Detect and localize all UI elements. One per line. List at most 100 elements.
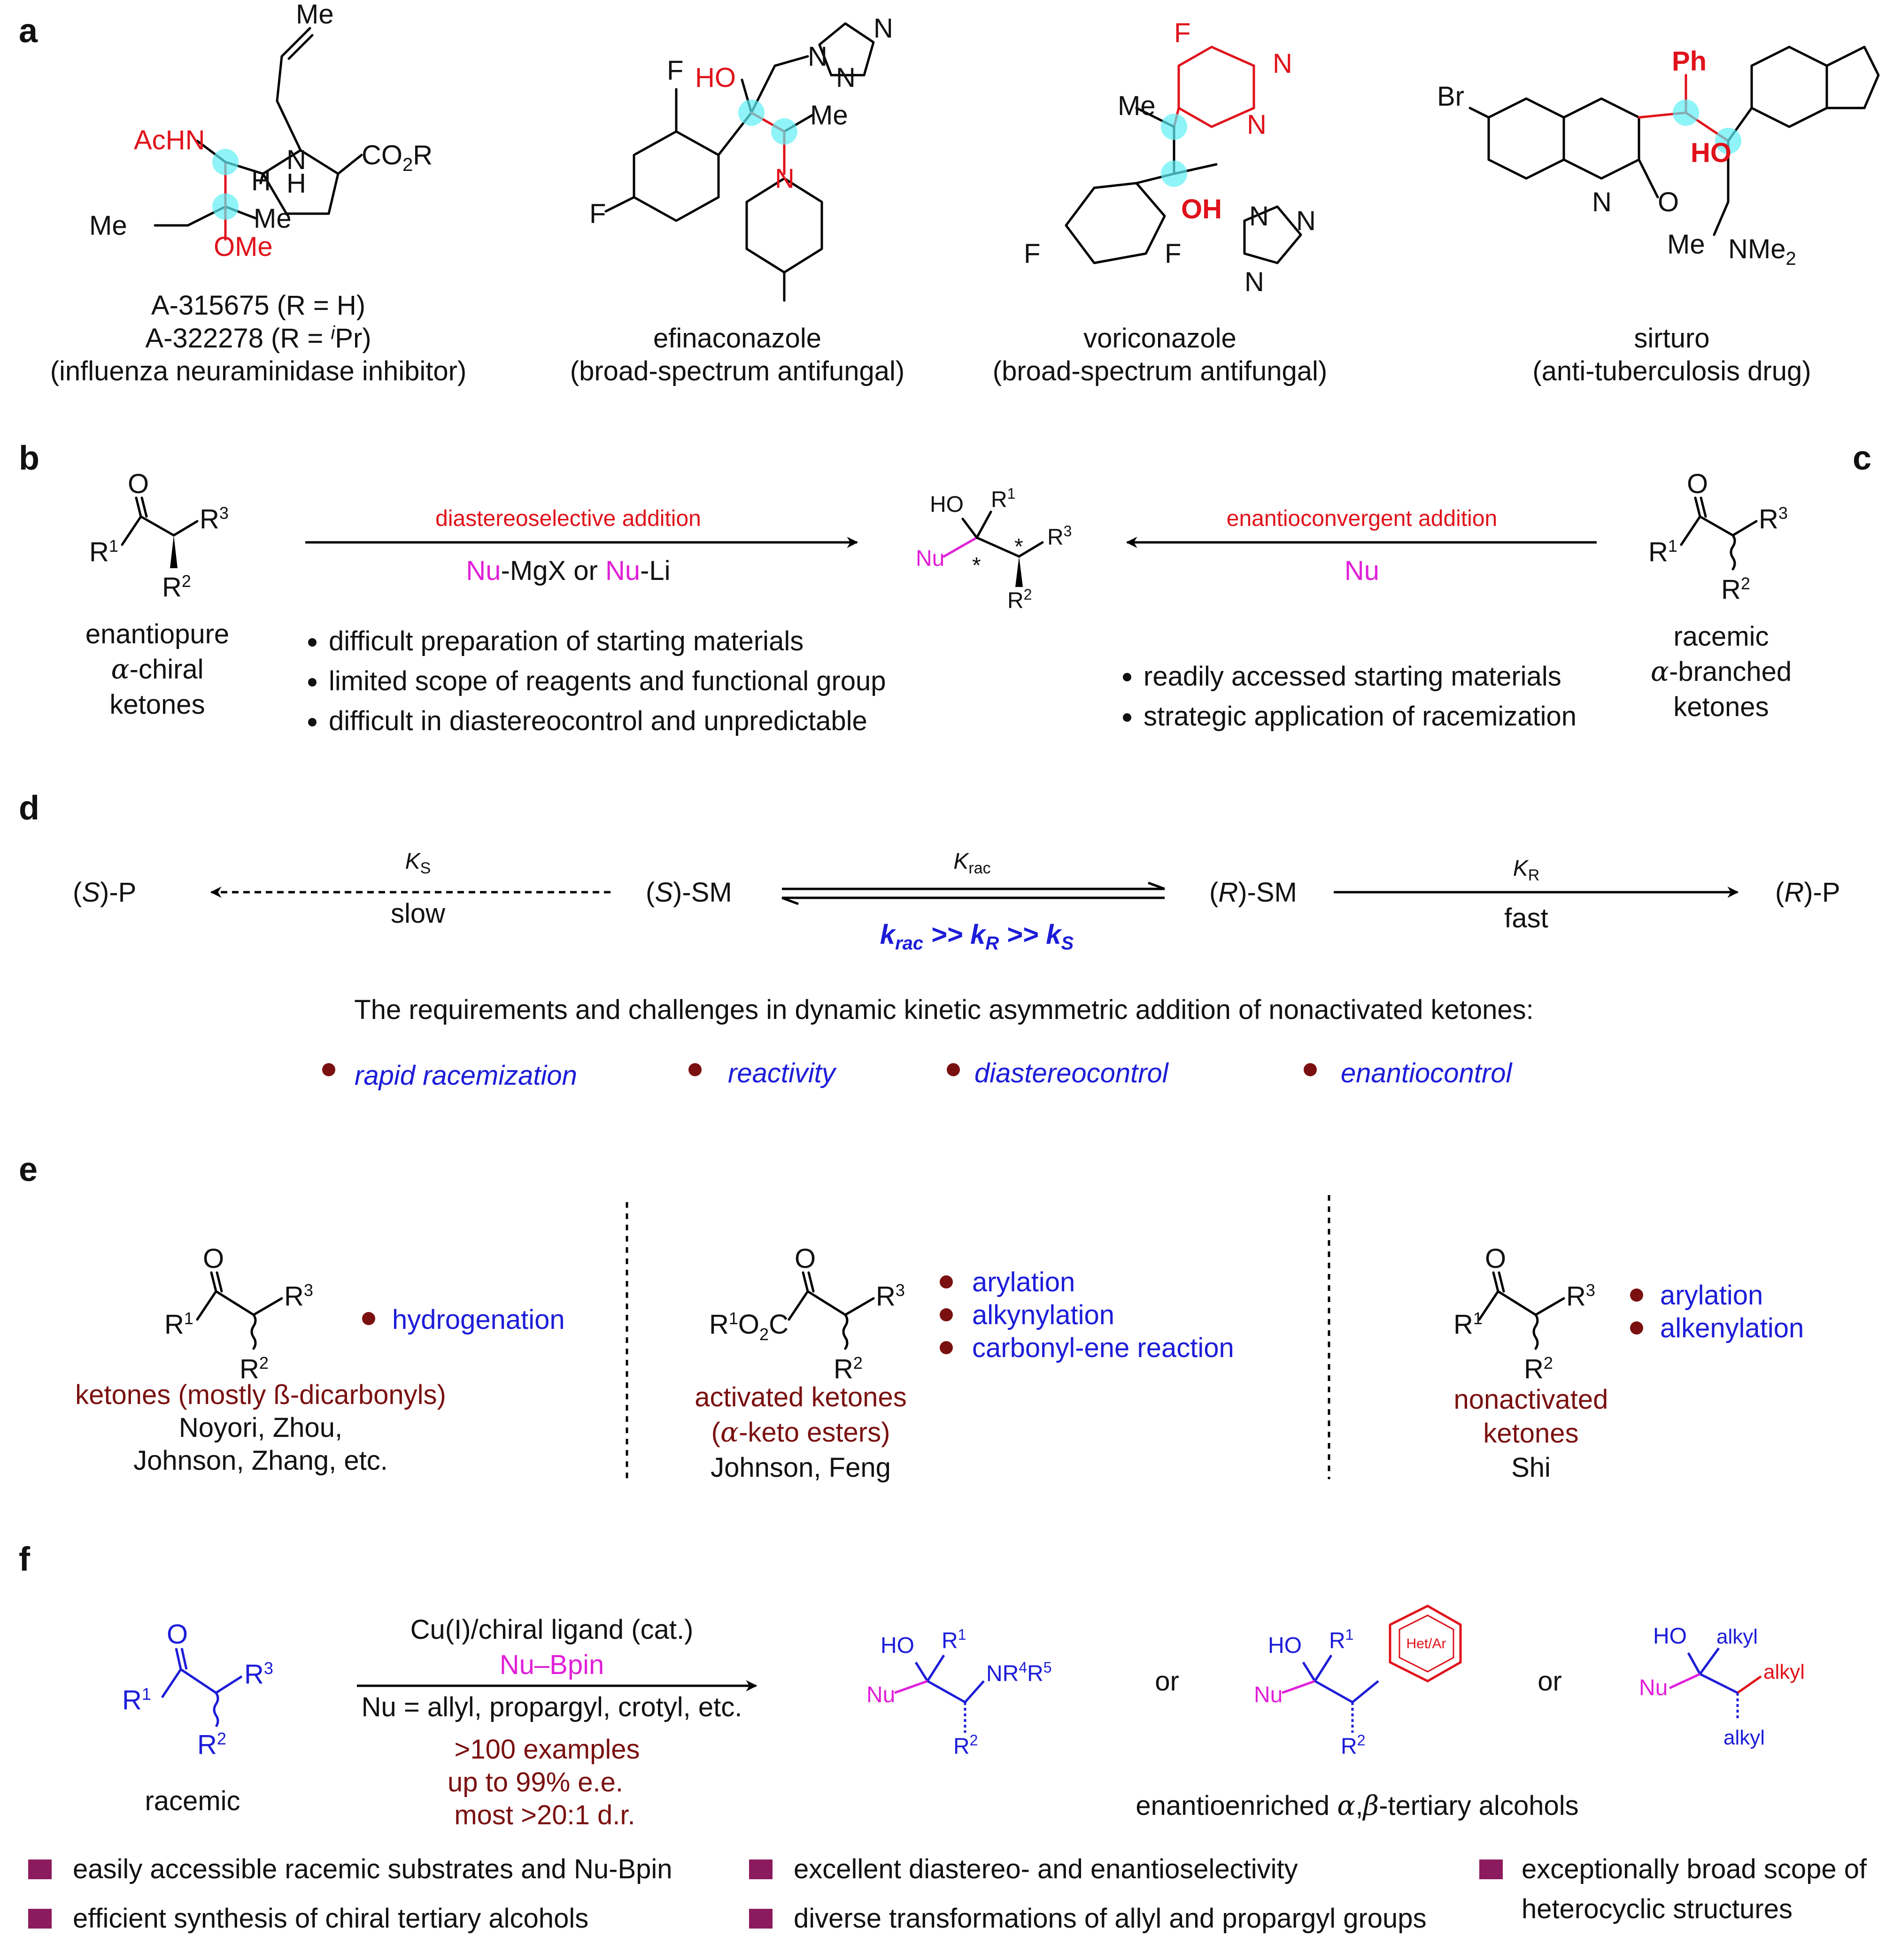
stat: up to 99% e.e. <box>448 1767 623 1798</box>
stat: >100 examples <box>455 1734 640 1765</box>
atom-r2: R2 <box>162 571 191 602</box>
sm-label: ketones <box>1673 692 1769 722</box>
authors: Johnson, Zhang, etc. <box>133 1445 388 1476</box>
atom-o: O <box>1658 187 1679 217</box>
panel-label-e: e <box>19 1151 38 1188</box>
atom-me: Me <box>89 210 127 241</box>
atom-nu: Nu <box>866 1682 895 1707</box>
atom-f: F <box>589 199 606 229</box>
product-center: HO R1 Nu R3 R2 * * <box>916 485 1072 613</box>
atom-r1: R1 <box>1453 1309 1483 1340</box>
ketone-b: O R1 R3 R2 <box>89 469 229 602</box>
k-rac: Krac <box>953 849 990 877</box>
authors: Shi <box>1511 1452 1551 1483</box>
sm-label: racemic <box>1673 621 1769 652</box>
atom-n: N <box>1296 206 1316 236</box>
sm-label: enantiopure <box>85 619 229 649</box>
atom-nu: Nu <box>916 546 944 571</box>
atom-nu: Nu <box>1639 1675 1668 1700</box>
ketone-e3: O R1 R3 R2 <box>1453 1243 1595 1384</box>
atom-r2: R2 <box>1524 1353 1553 1384</box>
atom-co2r: CO2R <box>362 140 433 175</box>
atom-f: F <box>1024 239 1040 269</box>
atom-me: Me <box>1118 91 1156 121</box>
product-f3: HO alkyl Nu alkyl alkyl <box>1639 1624 1805 1749</box>
atom-r1: R1 <box>122 1684 151 1715</box>
compound-description: (broad-spectrum antifungal) <box>993 356 1327 386</box>
challenge: reactivity <box>728 1058 837 1088</box>
slow-label: slow <box>391 898 446 929</box>
atom-alkyl: alkyl <box>1763 1660 1805 1683</box>
category-title: ketones <box>1483 1418 1578 1449</box>
atom-n: N <box>1592 187 1612 217</box>
atom-n: N <box>808 41 827 72</box>
atom-r2: R2 <box>1721 574 1750 605</box>
panel-label-a: a <box>19 12 38 50</box>
atom-ho: HO <box>1268 1633 1302 1658</box>
compound-description: (broad-spectrum antifungal) <box>570 356 904 386</box>
k-s: KS <box>405 849 431 877</box>
atom-o: O <box>795 1243 816 1274</box>
feature: easily accessible racemic substrates and… <box>73 1854 672 1884</box>
arrow-reagent: Nu <box>1345 556 1379 586</box>
atom-r1: R1 <box>991 485 1015 512</box>
bullet: difficult preparation of starting materi… <box>329 626 804 656</box>
atom-n: N <box>1247 109 1267 140</box>
structure-a315675: Me AcHN H H N CO2R Me Me OMe <box>89 0 433 262</box>
feature: efficient synthesis of chiral tertiary a… <box>73 1903 588 1934</box>
ketone-c: O R1 R3 R2 <box>1648 469 1788 605</box>
category-title: nonactivated <box>1454 1384 1608 1415</box>
atom-r2: R2 <box>240 1353 269 1384</box>
stereo-star: * <box>972 553 981 578</box>
ketone-e2: O R1O2C R3 R2 <box>709 1243 905 1384</box>
arrow-label: enantioconvergent addition <box>1227 506 1497 531</box>
atom-ho: HO <box>930 492 964 517</box>
atom-achn: AcHN <box>134 125 205 155</box>
panel-label-f: f <box>19 1541 31 1578</box>
bullets-b: difficult preparation of starting materi… <box>308 626 886 736</box>
het-ar-label: Het/Ar <box>1406 1636 1446 1651</box>
stat: most >20:1 d.r. <box>454 1800 635 1830</box>
atom-alkyl: alkyl <box>1723 1726 1765 1749</box>
atom-br: Br <box>1437 81 1464 112</box>
feature: diverse transformations of allyl and pro… <box>794 1903 1427 1934</box>
atom-r3: R3 <box>876 1281 905 1312</box>
atom-h: H <box>286 168 306 199</box>
atom-ho: HO <box>881 1633 914 1658</box>
bullet: difficult in diastereocontrol and unpred… <box>329 706 867 736</box>
authors: Noyori, Zhou, <box>179 1412 342 1443</box>
challenges: rapid racemization reactivity diastereoc… <box>322 1058 1513 1091</box>
bullets-c: readily accessed starting materials stra… <box>1123 661 1576 732</box>
equilibrium-arrows <box>781 881 1165 905</box>
reaction-type: hydrogenation <box>392 1304 565 1335</box>
atom-n: N <box>1273 48 1292 79</box>
atom-r2: R2 <box>834 1353 863 1384</box>
or-label: or <box>1155 1666 1179 1697</box>
atom-o: O <box>1485 1243 1506 1274</box>
k-r: KR <box>1513 856 1540 884</box>
atom-alkyl: alkyl <box>1716 1625 1758 1648</box>
atom-r3: R3 <box>244 1659 273 1690</box>
compound-name: A-315675 (R = H) <box>151 290 365 321</box>
atom-f: F <box>1174 18 1190 48</box>
atom-r2: R2 <box>953 1732 978 1759</box>
requirements-text: The requirements and challenges in dynam… <box>354 995 1533 1025</box>
atom-me: Me <box>254 203 292 234</box>
compound-description: (influenza neuraminidase inhibitor) <box>50 356 467 386</box>
atom-ho: HO <box>695 62 736 93</box>
atom-r2: R2 <box>197 1729 226 1760</box>
structure-efinaconazole: F F HO Me N N N N <box>589 13 893 302</box>
atom-r2: R2 <box>1007 586 1032 613</box>
arrow-reagents: Nu-MgX or Nu-Li <box>466 556 670 586</box>
bullet: limited scope of reagents and functional… <box>329 666 886 696</box>
atom-r3: R3 <box>284 1281 313 1312</box>
condition: Nu = allyl, propargyl, crotyl, etc. <box>362 1692 742 1722</box>
atom-r2: R2 <box>1341 1732 1365 1759</box>
atom-h: H <box>251 166 271 196</box>
challenge: enantiocontrol <box>1341 1058 1513 1088</box>
atom-f: F <box>1165 239 1181 269</box>
atom-o: O <box>203 1243 224 1274</box>
sm-label: α-branched <box>1651 656 1792 687</box>
reaction-type: alkynylation <box>972 1300 1114 1330</box>
